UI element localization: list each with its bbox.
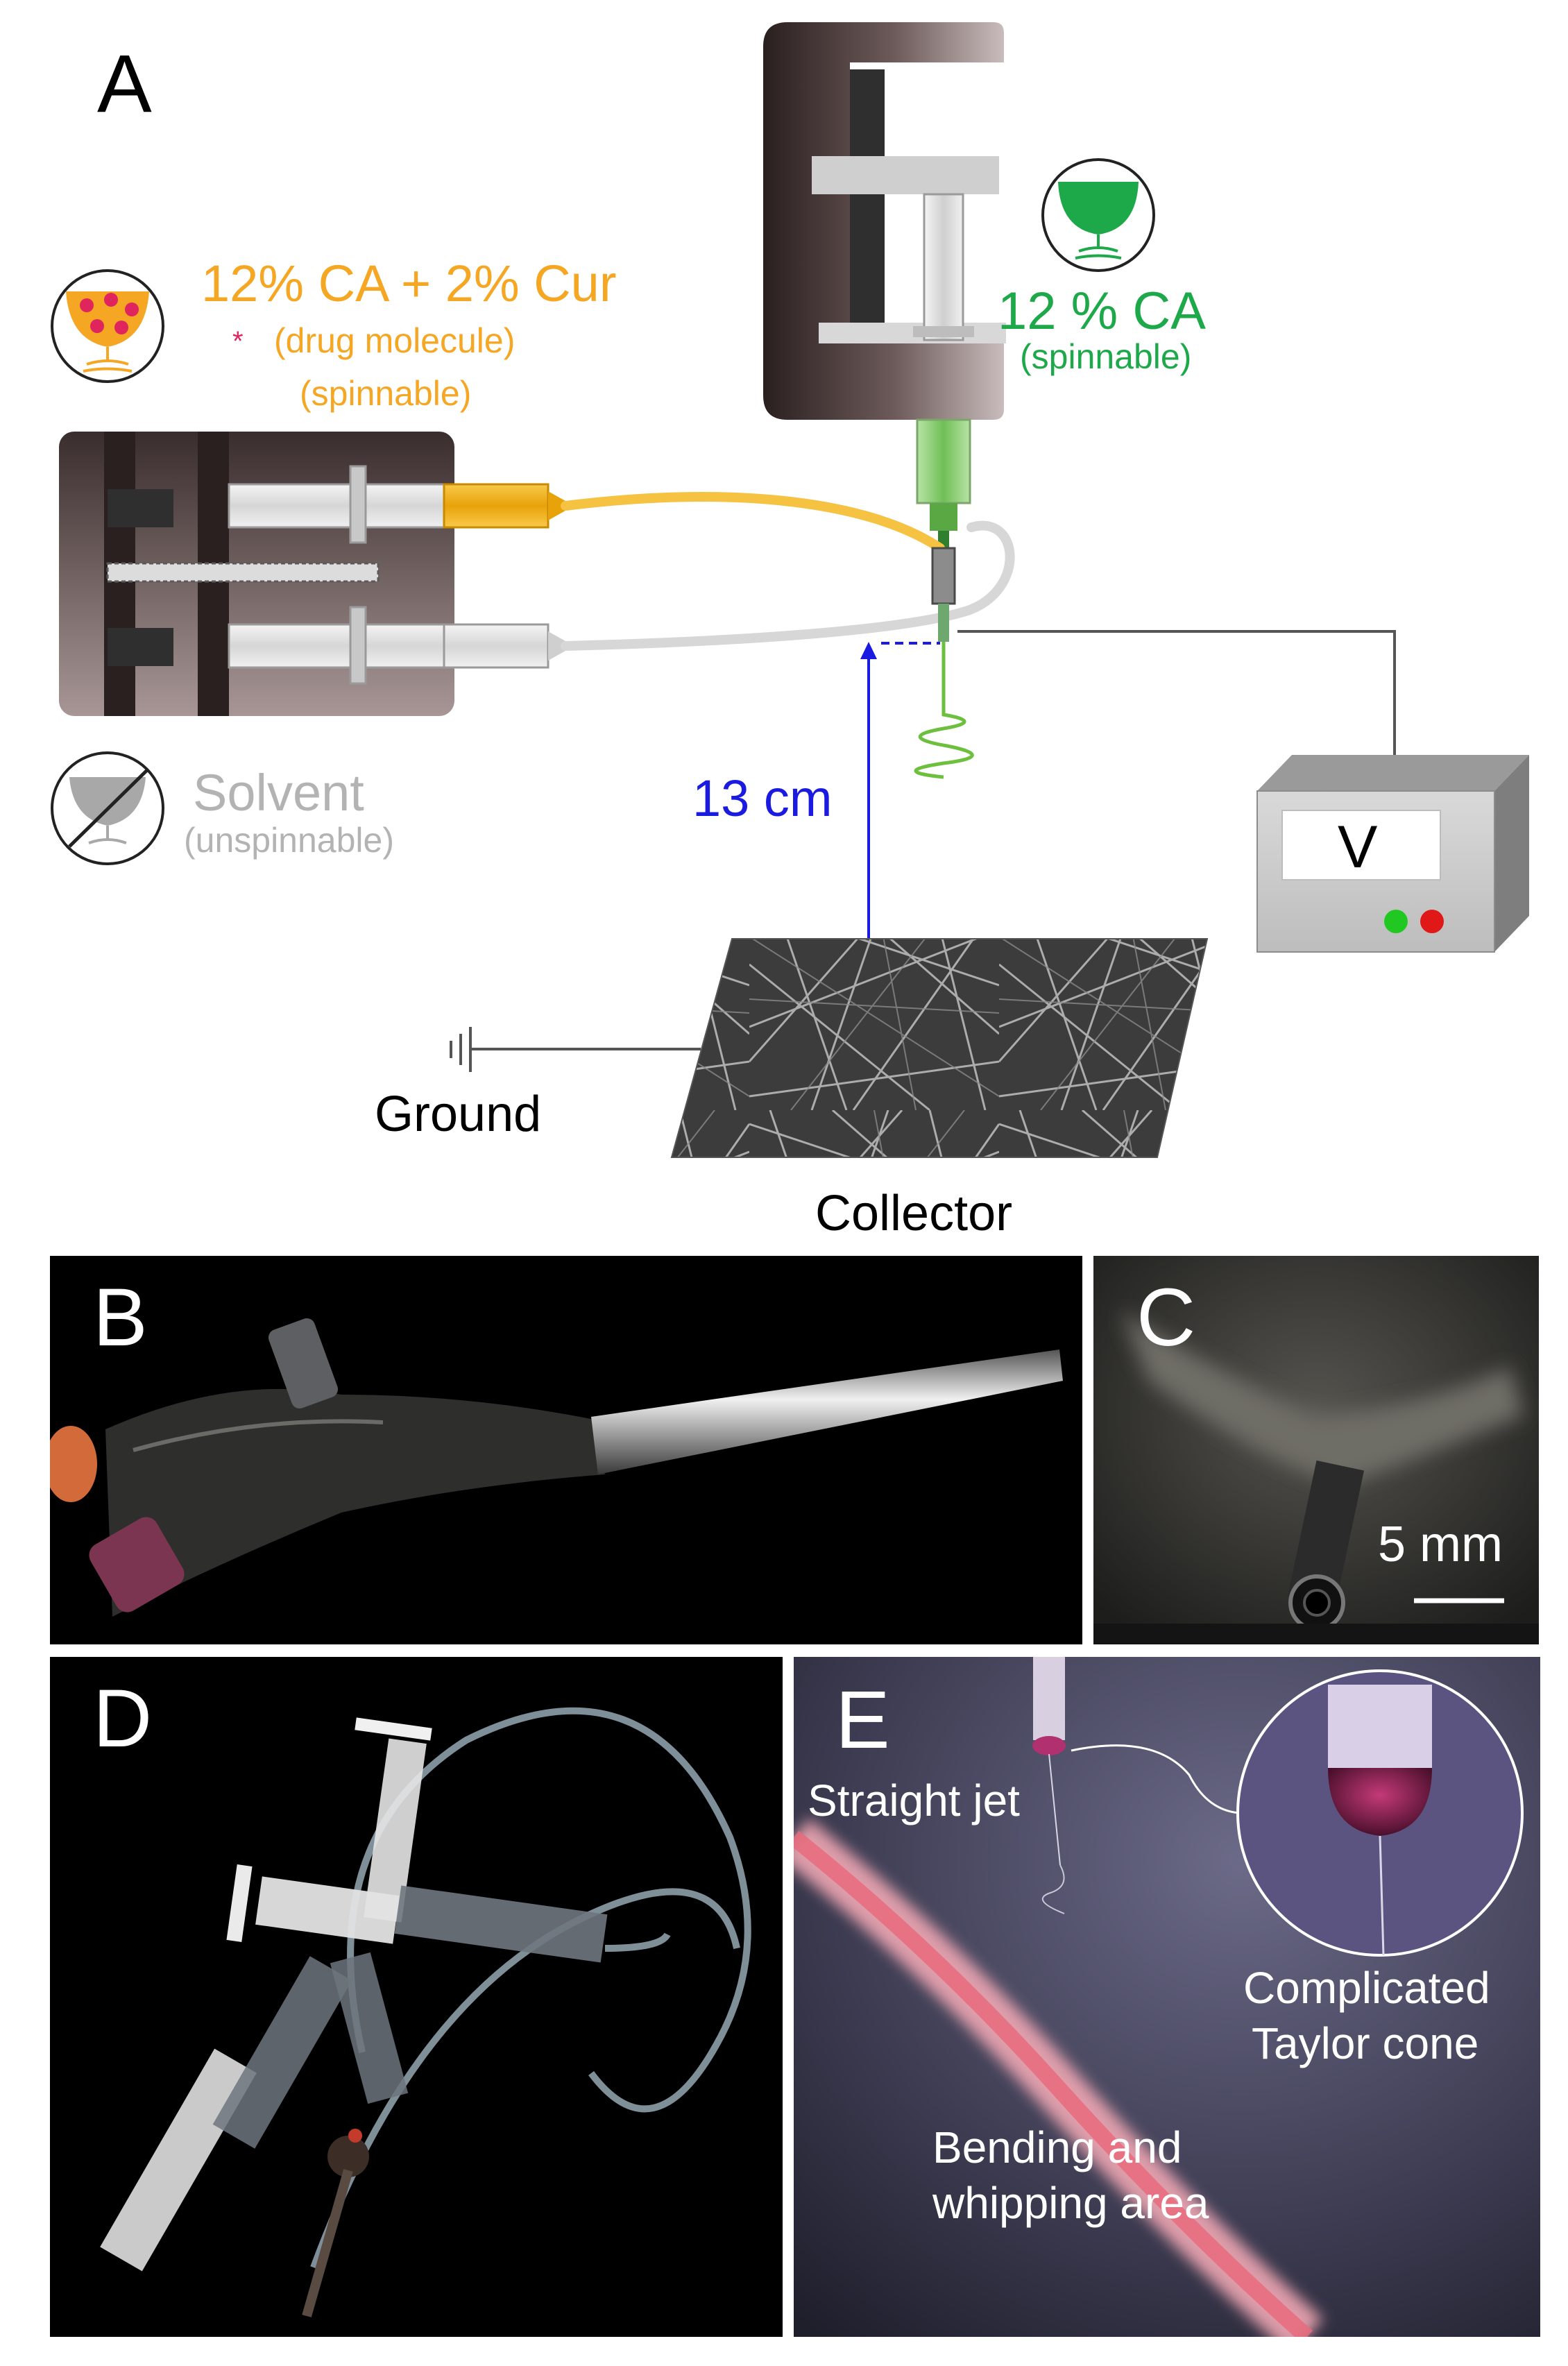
taylor-cone-photo bbox=[794, 1657, 1540, 2337]
taylor-cone-label-line1: Complicated bbox=[1243, 1963, 1490, 2013]
panel-b-label: B bbox=[93, 1272, 148, 1363]
panel-a-label: A bbox=[97, 38, 152, 130]
syringe-assembly-photo bbox=[50, 1657, 783, 2337]
straight-jet-label: Straight jet bbox=[808, 1776, 1020, 1825]
distance-label: 13 cm bbox=[692, 769, 833, 827]
drug-molecule-label: (drug molecule) bbox=[274, 321, 515, 360]
ca-spinnable-label: (spinnable) bbox=[1020, 337, 1192, 376]
bending-area-label-line1: Bending and bbox=[932, 2122, 1182, 2172]
setup-illustration: * bbox=[51, 22, 1529, 1158]
drug-solution-label: 12% CA + 2% Cur bbox=[201, 255, 617, 312]
status-led-red bbox=[1420, 910, 1444, 933]
vertical-pump bbox=[763, 22, 1006, 565]
spinneret-tip-photo bbox=[1093, 1256, 1539, 1644]
solvent-label: Solvent bbox=[193, 764, 364, 822]
collector-label: Collector bbox=[815, 1186, 1013, 1241]
solvent-note-label: (unspinnable) bbox=[184, 821, 394, 860]
panel-c-label: C bbox=[1136, 1272, 1196, 1363]
voltage-supply bbox=[1256, 755, 1529, 953]
hv-wire bbox=[957, 630, 1396, 760]
ground-symbol bbox=[450, 1027, 701, 1072]
bending-area-label-line2: whipping area bbox=[932, 2178, 1209, 2228]
horizontal-pump bbox=[59, 432, 565, 716]
panel-d-label: D bbox=[93, 1673, 153, 1764]
panel-e-label: E bbox=[835, 1674, 890, 1766]
scale-bar-label: 5 mm bbox=[1378, 1517, 1503, 1572]
drug-spinnable-label: (spinnable) bbox=[300, 374, 472, 413]
taylor-cone-label-line2: Taylor cone bbox=[1252, 2018, 1479, 2068]
voltage-symbol: V bbox=[1338, 814, 1378, 880]
spinneret bbox=[931, 547, 956, 642]
whipping-jet bbox=[914, 642, 974, 779]
ca-solution-icon bbox=[1041, 158, 1155, 272]
drug-molecule-marker: * bbox=[232, 326, 244, 357]
collector-mat bbox=[670, 938, 1209, 1158]
panel-b-photo: B bbox=[50, 1256, 1082, 1644]
panel-d-photo: D bbox=[50, 1657, 783, 2337]
panel-a: * A 12% CA + 2% Cur (drug molecule) (spi… bbox=[51, 22, 1529, 1241]
drug-tube bbox=[561, 492, 945, 553]
ca-solution-label: 12 % CA bbox=[998, 282, 1206, 341]
panel-c-photo: C 5 mm bbox=[1093, 1256, 1539, 1644]
ground-label: Ground bbox=[375, 1087, 542, 1142]
status-led-green bbox=[1384, 910, 1408, 933]
solvent-icon bbox=[51, 751, 164, 865]
drug-solution-icon bbox=[51, 269, 164, 383]
panel-e-photo: E Straight jet Complicated Taylor cone B… bbox=[794, 1657, 1540, 2337]
coaxial-spinneret-photo bbox=[50, 1256, 1082, 1644]
